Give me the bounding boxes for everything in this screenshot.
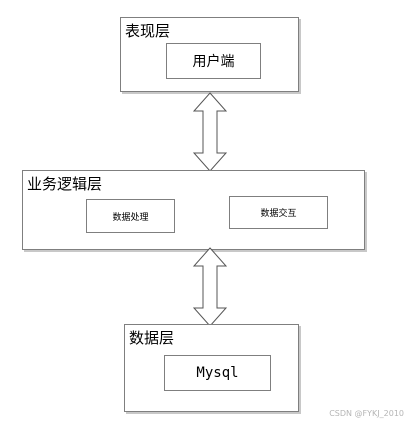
- presentation-layer-box: 表现层 用户端: [120, 17, 299, 92]
- data-processing-box: 数据处理: [86, 199, 175, 233]
- data-layer-title: 数据层: [129, 329, 175, 347]
- business-logic-layer-box: 业务逻辑层 数据处理 数据交互: [22, 170, 365, 250]
- data-interaction-box: 数据交互: [229, 196, 328, 229]
- watermark: CSDN @FYKJ_2010: [329, 409, 404, 418]
- presentation-layer-title: 表现层: [125, 22, 171, 40]
- bidirectional-arrow-top: [192, 92, 228, 172]
- mysql-box: Mysql: [164, 355, 271, 391]
- client-box: 用户端: [166, 43, 261, 79]
- data-layer-box: 数据层 Mysql: [124, 324, 299, 412]
- business-logic-layer-title: 业务逻辑层: [27, 175, 103, 193]
- bidirectional-arrow-bottom: [192, 247, 228, 327]
